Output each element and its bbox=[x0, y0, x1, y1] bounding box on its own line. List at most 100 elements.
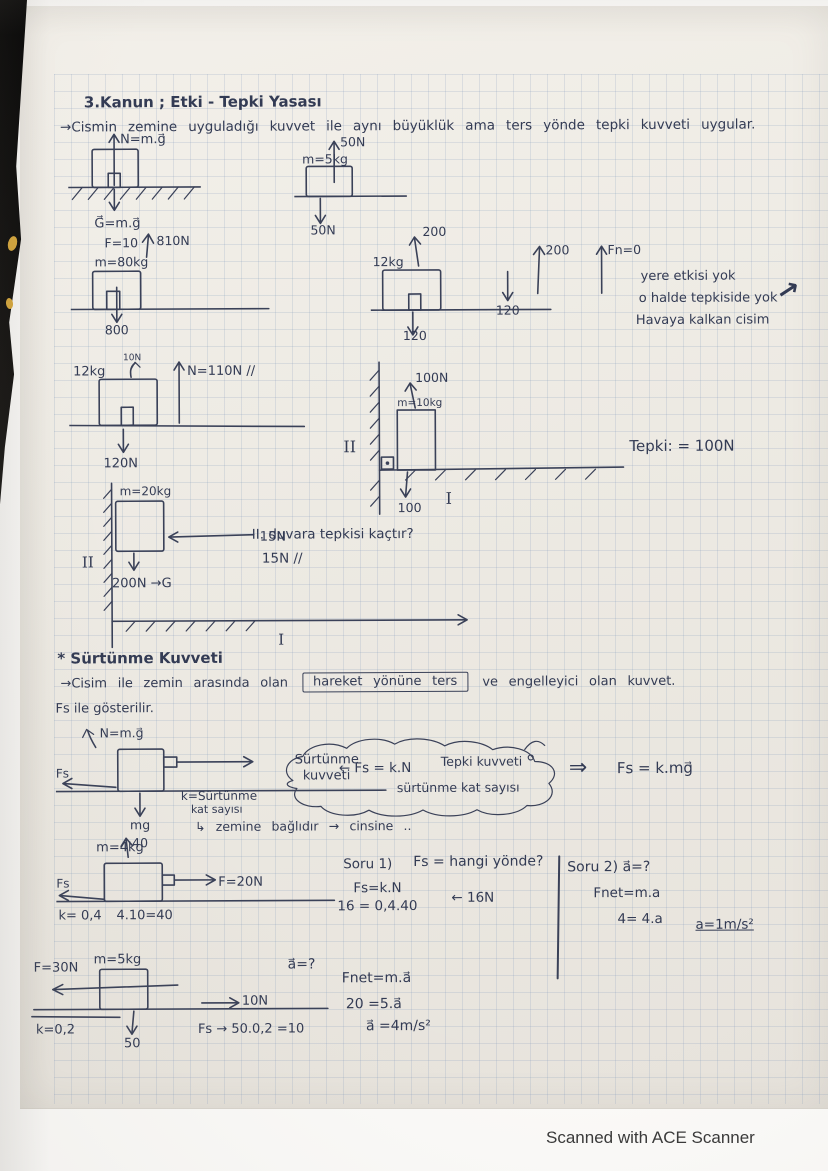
weight-label: mg bbox=[130, 817, 150, 832]
question-text: II. duvara tepkisi kaçtır? bbox=[251, 526, 414, 543]
equation: Fs=k.N bbox=[353, 880, 402, 897]
coefficient-note: k=Sürtünme bbox=[180, 788, 258, 804]
note-line: Havaya kalkan cisim bbox=[635, 312, 770, 329]
block-on-ground bbox=[55, 728, 387, 817]
ground-label: I bbox=[446, 489, 452, 508]
wall-hatching bbox=[103, 488, 113, 611]
pen-flourish bbox=[524, 740, 546, 761]
reaction-force-label: 120 bbox=[403, 328, 427, 343]
applied-force-label: F=10 bbox=[104, 235, 138, 250]
equation: 16 = 0,4.40 bbox=[337, 897, 418, 915]
implies-arrow: ⇒ bbox=[568, 755, 588, 781]
ground-hatching bbox=[71, 186, 195, 201]
diagram-wall-push: II m=20kg 15N 200N →G I bbox=[82, 482, 468, 649]
answer-text: Tepki: = 100N bbox=[629, 436, 735, 456]
wall-label: II bbox=[82, 553, 94, 571]
diagram-normal-weight: N=m.g⃗ G⃗=m.g⃗ bbox=[67, 132, 202, 231]
notation-line: Fs ile gösterilir. bbox=[55, 701, 154, 717]
wall-label: II bbox=[343, 437, 356, 456]
definition-part2: ve engelleyici olan kuvvet. bbox=[482, 673, 676, 690]
weight-label: 120N bbox=[103, 456, 138, 471]
mass-label: 12kg bbox=[73, 364, 105, 379]
normal-force-label: N=m.g⃗ bbox=[100, 725, 144, 740]
mass-label: m=80kg bbox=[95, 254, 149, 269]
equation: 20 =5.a⃗ bbox=[345, 996, 402, 1013]
note-line: o halde tepkiside yok bbox=[638, 290, 778, 307]
calc-label: 4.10=40 bbox=[116, 908, 172, 923]
diagram-wall-ground: II 100N m=10kg 100 I bbox=[343, 361, 625, 515]
reaction-force-label: 50N bbox=[310, 222, 335, 236]
friction-definition-line: →Cisim ile zemin arasında olan hareket y… bbox=[60, 671, 675, 694]
small-force-label: 10N bbox=[123, 353, 141, 363]
diagram-friction-block: N=m.g⃗ Fs mg bbox=[55, 725, 387, 832]
diagram-5kg: 50N m=5kg 50N bbox=[294, 134, 408, 237]
diagram-force-arrows: 120 200 Fn=0 bbox=[496, 242, 641, 318]
pen-scribble: ↗ bbox=[773, 274, 802, 309]
cloud-annotation: Tepki kuvveti bbox=[440, 753, 523, 769]
normal-force-label: 40 bbox=[132, 835, 148, 850]
mass-label: 12kg bbox=[373, 254, 404, 269]
equation: Fnet=m.a bbox=[593, 884, 661, 902]
normal-force-label: N=110N // bbox=[187, 364, 256, 379]
section-heading: * Sürtünme Kuvveti bbox=[57, 648, 223, 668]
equation: 4= 4.a bbox=[617, 910, 663, 928]
weight-label: 800 bbox=[105, 322, 129, 337]
friction-result-formula: Fs = k.mg⃗ bbox=[616, 758, 693, 778]
calc-label: Fs → 50.0,2 =10 bbox=[198, 1021, 304, 1036]
block-on-ground bbox=[370, 236, 552, 336]
block-on-ground bbox=[56, 837, 336, 903]
diagram-q3: F=30N m=5kg k=0,2 50 10N Fs → 50.0,2 =10 bbox=[31, 952, 329, 1051]
top-force-label: 50N bbox=[340, 134, 365, 149]
weight-label: 50 bbox=[124, 1036, 141, 1051]
block-on-ground bbox=[67, 133, 202, 212]
block-on-ground bbox=[68, 361, 306, 454]
cloud-outline bbox=[285, 738, 556, 817]
up-force-label: 200 bbox=[546, 242, 570, 257]
wall-hatching bbox=[369, 369, 381, 507]
friction-force-label: Fs bbox=[56, 767, 69, 781]
mass-label: m=5kg bbox=[94, 952, 142, 967]
paper-sheet bbox=[20, 6, 828, 1109]
mass-label: m=10kg bbox=[397, 397, 442, 409]
cloud-bubble bbox=[285, 738, 556, 817]
question-label: a⃗=? bbox=[287, 956, 316, 973]
definition-part1: →Cisim ile zemin arasında olan bbox=[60, 675, 289, 692]
push-force-label: 15N bbox=[260, 530, 286, 545]
scanner-watermark: Scanned with ACE Scanner bbox=[546, 1128, 755, 1147]
top-force-label: 200 bbox=[422, 224, 446, 239]
answer-text: a=1m/s² bbox=[695, 916, 754, 933]
coefficient-note: kat sayısı bbox=[190, 802, 243, 816]
normal-force-label: 810N bbox=[156, 233, 189, 248]
diagram-12kg-lifted: 200 12kg 120 bbox=[370, 224, 552, 343]
block-on-ground bbox=[31, 968, 329, 1036]
grid-paper bbox=[54, 74, 828, 1104]
friction-value-label: 10N bbox=[242, 994, 268, 1009]
equation: Fnet=m.a⃗ bbox=[341, 970, 412, 987]
arrows bbox=[501, 245, 608, 302]
wall-and-ground bbox=[103, 482, 468, 649]
down-force-label: 100 bbox=[398, 500, 422, 515]
hand-drawn-divider bbox=[556, 855, 561, 980]
question-label: Soru 1) bbox=[343, 856, 393, 873]
ground-hatching bbox=[125, 620, 256, 632]
ground-label: I bbox=[278, 631, 284, 649]
cloud-annotation: sürtünme kat sayısı bbox=[396, 779, 520, 796]
down-force-label: 120 bbox=[496, 303, 520, 318]
mass-label: m=5kg bbox=[302, 151, 348, 166]
block-on-ground bbox=[294, 140, 408, 225]
question-text: Fs = hangi yönde? bbox=[413, 853, 544, 871]
normal-force-label: N=m.g⃗ bbox=[120, 132, 166, 147]
diagram-12kg-normal: 12kg 10N N=110N // 120N bbox=[68, 353, 306, 471]
coefficient-label: k= 0,4 bbox=[58, 908, 101, 923]
boxed-phrase: hareket yönüne ters bbox=[301, 671, 469, 693]
applied-force-label: F=20N bbox=[218, 875, 263, 890]
friction-formula: ← Fs = k.N bbox=[338, 760, 412, 777]
answer-text: a⃗ =4m/s² bbox=[365, 1017, 431, 1035]
answer-text: ← 16N bbox=[451, 889, 495, 906]
diagram-80kg: F=10 810N m=80kg 800 bbox=[70, 233, 270, 337]
answer-text: 15N // bbox=[261, 550, 303, 567]
weight-label: 200N →G bbox=[112, 576, 172, 591]
up-force-label: 100N bbox=[415, 370, 448, 385]
